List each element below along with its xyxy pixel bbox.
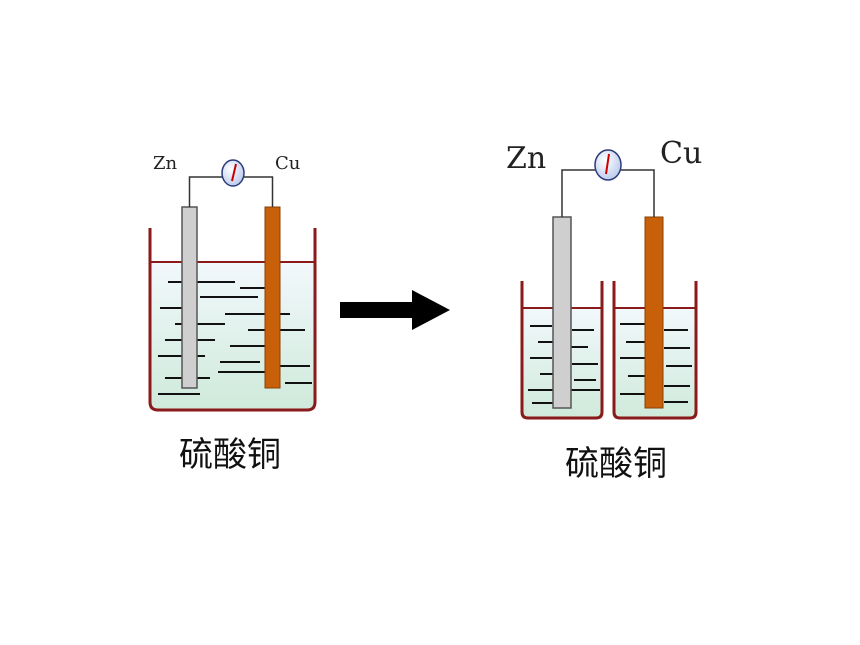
left-galvanometer bbox=[221, 159, 245, 187]
right-right-beaker bbox=[612, 281, 698, 420]
left-cathode-label: Cu bbox=[275, 153, 300, 174]
right-galvanometer bbox=[594, 149, 622, 181]
left-zinc-electrode bbox=[181, 206, 198, 389]
transition-arrow bbox=[340, 290, 450, 330]
left-anode-label: Zn bbox=[153, 153, 178, 174]
left-cell: Zn Cu 硫酸铜 bbox=[148, 153, 317, 475]
left-solution bbox=[150, 262, 315, 409]
left-beaker bbox=[148, 228, 317, 412]
left-copper-electrode bbox=[264, 206, 281, 389]
right-copper-electrode bbox=[644, 216, 664, 409]
left-wire bbox=[188, 176, 222, 207]
right-cell: Zn Cu 硫酸铜 bbox=[506, 136, 702, 484]
right-anode-label: Zn bbox=[506, 141, 546, 176]
right-left-beaker bbox=[520, 281, 604, 420]
right-solution-label: 硫酸铜 bbox=[565, 444, 667, 484]
right-cathode-label: Cu bbox=[660, 136, 702, 171]
right-zinc-electrode bbox=[552, 216, 572, 409]
left-wire-2 bbox=[244, 176, 274, 207]
right-left-dashes bbox=[528, 325, 600, 404]
right-wire-2 bbox=[621, 169, 655, 217]
right-right-dashes bbox=[620, 323, 692, 403]
left-solution-label: 硫酸铜 bbox=[179, 435, 281, 475]
right-wire bbox=[561, 169, 595, 217]
